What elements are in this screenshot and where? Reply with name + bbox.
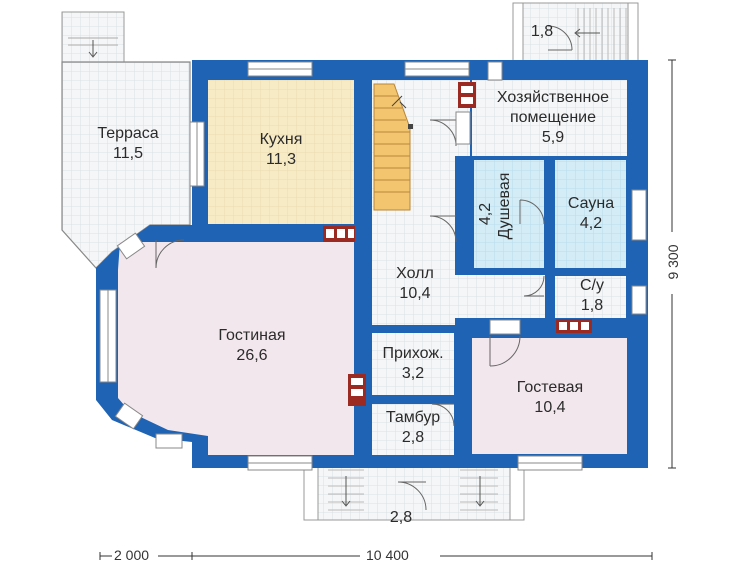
dimension-terrace-width: 2 000 [114, 547, 150, 563]
room-name: Кухня [259, 131, 303, 148]
room-name: Холл [396, 265, 434, 282]
staircase [373, 83, 413, 211]
room-area: 2,8 [401, 429, 425, 446]
room-name: С/у [580, 277, 604, 294]
room-label-guest: Гостевая 10,4 [500, 378, 600, 418]
stoves [323, 82, 592, 406]
room-area: 26,6 [236, 347, 268, 364]
porch-area: 2,8 [389, 509, 413, 526]
room-area: 4,2 [477, 202, 494, 226]
room-name-2: помещение [509, 109, 596, 126]
room-area: 10,4 [399, 285, 431, 302]
room-area: 11,3 [266, 151, 296, 168]
room-area: 1,8 [580, 297, 604, 314]
room-label-wc: С/у 1,8 [562, 276, 622, 316]
room-label-living: Гостиная 26,6 [192, 326, 312, 366]
kitchen-floor [208, 80, 354, 224]
room-label-entrance: Прихож. 3,2 [368, 344, 458, 384]
doors [155, 25, 573, 511]
room-area: 11,5 [113, 145, 143, 162]
room-label-vestibule: Тамбур 2,8 [370, 408, 456, 448]
room-label-terrace: Терраса 11,5 [84, 124, 172, 164]
guest-floor [472, 338, 627, 454]
utility-floor [472, 80, 627, 156]
room-name: Гостиная [218, 327, 286, 344]
living-floor [118, 242, 354, 455]
room-area: 3,2 [401, 365, 425, 382]
room-label-hall: Холл 10,4 [370, 264, 460, 304]
porch-area-back: 1,8 [522, 22, 562, 42]
room-name: Тамбур [385, 409, 441, 426]
room-label-shower-area: 4,2 [476, 194, 496, 234]
porch-area-front: 2,8 [376, 508, 426, 528]
room-name: Сауна [567, 195, 615, 212]
room-label-utility: Хозяйственное помещение 5,9 [478, 88, 628, 148]
wc-floor [555, 276, 626, 318]
room-name: Терраса [97, 125, 159, 142]
back-porch [512, 2, 639, 66]
porch-area: 1,8 [530, 23, 554, 40]
room-label-shower: Душевая [495, 161, 515, 251]
room-area: 5,9 [541, 129, 565, 146]
room-name: Хозяйственное [496, 89, 610, 106]
room-label-kitchen: Кухня 11,3 [236, 130, 326, 170]
room-label-sauna: Сауна 4,2 [556, 194, 626, 234]
hall-floor [372, 80, 545, 325]
dimension-lines [99, 59, 676, 560]
room-area: 10,4 [534, 399, 566, 416]
sauna-floor [555, 160, 626, 268]
entrance-floor [372, 333, 454, 395]
room-name: Прихож. [382, 345, 444, 362]
terrace [61, 11, 191, 269]
vestibule-floor [372, 404, 454, 455]
room-area: 4,2 [579, 215, 603, 232]
room-name: Душевая [496, 172, 513, 240]
dimension-main-width: 10 400 [366, 547, 409, 563]
windows [99, 61, 647, 471]
dimension-height: 9 300 [665, 244, 681, 280]
front-porch [303, 459, 525, 521]
shower-floor [474, 160, 544, 268]
room-name: Гостевая [516, 379, 584, 396]
